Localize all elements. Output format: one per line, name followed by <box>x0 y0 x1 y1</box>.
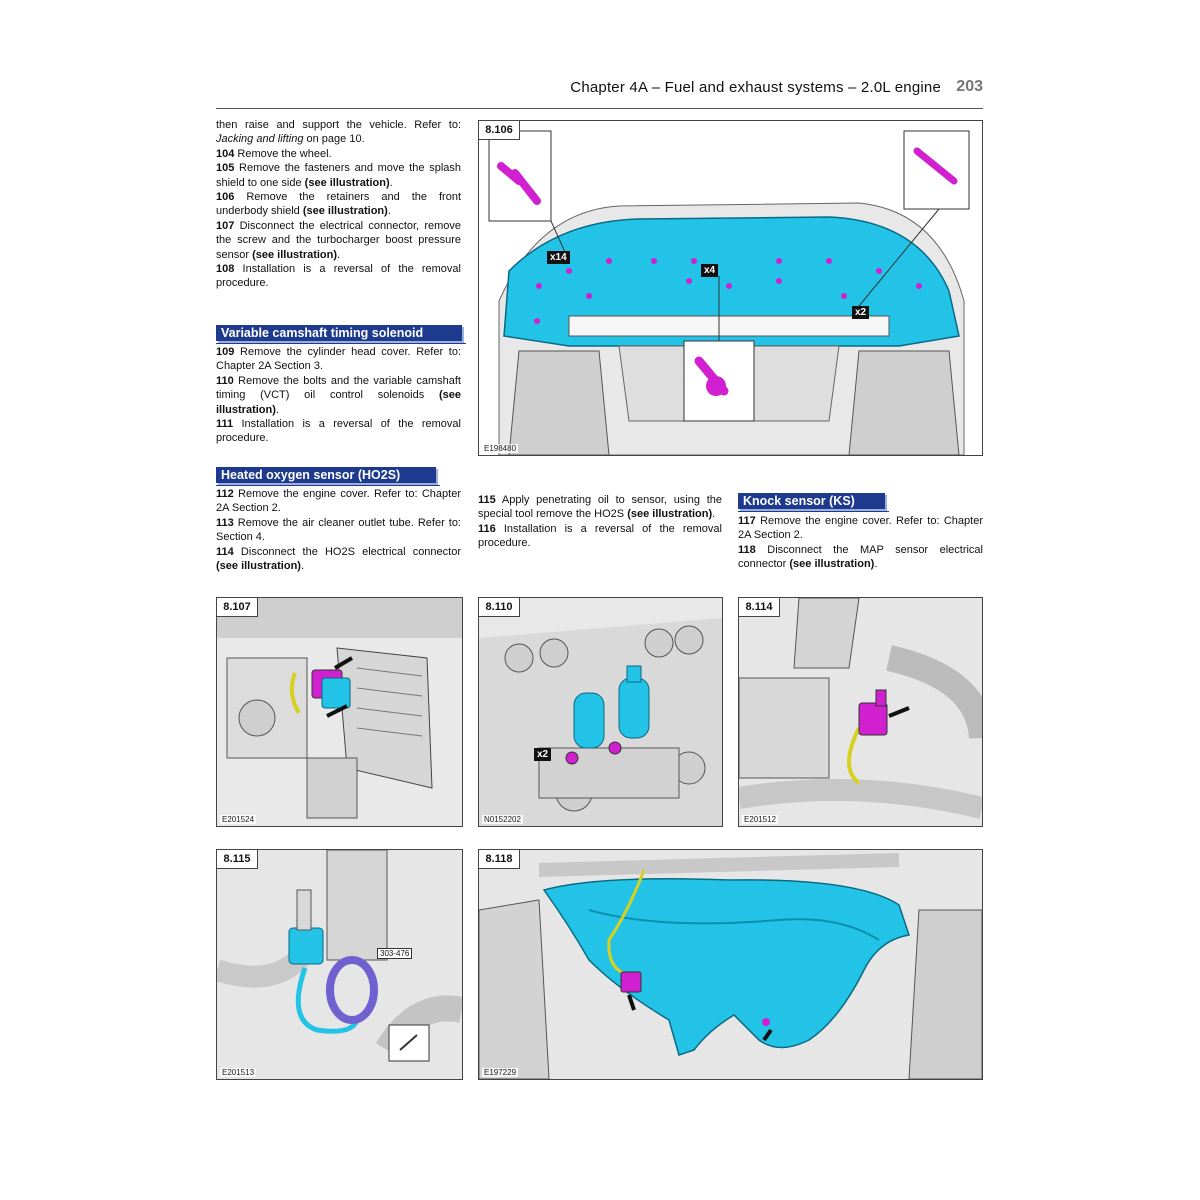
quantity-marker-x2: x2 <box>852 306 870 319</box>
text-run: Remove the bolts and the variable camsha… <box>216 374 461 402</box>
vct-solenoid-illustration <box>479 598 722 826</box>
bold-text-run: (see illustration) <box>216 389 461 416</box>
figure-label: 8.115 <box>217 850 258 869</box>
text-run: on page 10. <box>303 133 365 146</box>
figure-code: E201513 <box>220 1068 257 1077</box>
figure-code: E201524 <box>220 815 257 824</box>
bold-text-run: 114 <box>216 545 234 558</box>
section-heading-ho2s: Heated oxygen sensor (HO2S) <box>216 467 440 486</box>
text-steps-115-116: 115 Apply penetrating oil to sensor, usi… <box>478 493 722 551</box>
bold-text-run: (see illustration) <box>302 205 388 218</box>
chapter-title: Chapter 4A – Fuel and exhaust systems – … <box>570 79 941 96</box>
bold-text-run: 111 <box>216 418 234 431</box>
figure-label: 8.106 <box>479 121 520 140</box>
bold-text-run: 113 <box>216 516 234 529</box>
bold-text-run: 107 <box>216 219 235 232</box>
text-run: . <box>300 560 305 573</box>
text-run: . <box>389 176 393 189</box>
figure-label: 8.114 <box>739 598 780 617</box>
ho2s-connector-illustration <box>739 598 982 826</box>
text-run: Remove the engine cover. Refer to: Chapt… <box>738 515 983 542</box>
bold-text-run: 116 <box>478 522 496 535</box>
bold-text-run: 112 <box>216 488 234 500</box>
underbody-shield-illustration <box>479 121 982 455</box>
section-heading-ks: Knock sensor (KS) <box>738 493 889 512</box>
text-run: Remove the retainers and the front under… <box>216 191 461 218</box>
bold-text-run: 109 <box>216 346 235 358</box>
figure-label: 8.110 <box>479 598 520 617</box>
text-run: Installation is a reversal of the remova… <box>478 522 722 550</box>
figure-code: E198480 <box>482 444 519 453</box>
knock-sensor-illustration <box>479 850 982 1079</box>
figure-8-106: x14 x4 x2 8.106 E198480 <box>478 120 983 456</box>
text-run: Remove the wheel. <box>234 147 332 160</box>
text-run: . <box>275 403 279 416</box>
bold-text-run: 106 <box>216 191 235 204</box>
text-run: Disconnect the HO2S electrical connector <box>233 545 461 558</box>
text-run: then raise and support the vehicle. Refe… <box>216 119 461 131</box>
figure-code: N0152202 <box>482 815 523 824</box>
text-run: . <box>874 558 878 571</box>
bold-text-run: (see illustration) <box>627 508 713 521</box>
quantity-marker-x14: x14 <box>547 251 570 264</box>
text-run: Disconnect the electrical connector, rem… <box>216 219 461 261</box>
bold-text-run: 108 <box>216 263 235 276</box>
figure-8-110: x2 8.110 N0152202 <box>478 597 723 827</box>
bold-text-run: 104 <box>216 147 235 160</box>
figure-code: E201512 <box>742 815 779 824</box>
text-steps-112-114: 112 Remove the engine cover. Refer to: C… <box>216 487 461 573</box>
italic-text-run: Jacking and lifting <box>216 133 304 146</box>
page-number: 203 <box>956 78 983 95</box>
text-run: . <box>387 205 391 218</box>
section-heading-vct: Variable camshaft timing solenoid <box>216 325 466 344</box>
ho2s-removal-illustration <box>217 850 462 1079</box>
text-run: Remove the fasteners and move the splash… <box>216 162 461 189</box>
bold-text-run: (see illustration) <box>304 176 390 189</box>
text-run: Installation is a reversal of the remova… <box>216 263 461 290</box>
page-header: Chapter 4A – Fuel and exhaust systems – … <box>216 78 983 109</box>
text-run: Remove the cylinder head cover. Refer to… <box>216 346 461 373</box>
figure-label: 8.118 <box>479 850 520 869</box>
figure-8-115: 303-476 8.115 E201513 <box>216 849 463 1080</box>
boost-pressure-sensor-illustration <box>217 598 462 826</box>
text-steps-117-118: 117 Remove the engine cover. Refer to: C… <box>738 514 983 572</box>
text-run: Apply penetrating oil to sensor, using t… <box>478 494 722 521</box>
bold-text-run: (see illustration) <box>216 560 301 573</box>
text-run: . <box>337 248 341 261</box>
bold-text-run: (see illustration) <box>252 248 338 261</box>
bold-text-run: 105 <box>216 162 235 175</box>
bold-text-run: 117 <box>738 515 756 527</box>
bold-text-run: 110 <box>216 374 234 387</box>
text-steps-109-111: 109 Remove the cylinder head cover. Refe… <box>216 345 461 446</box>
quantity-marker-x2: x2 <box>534 748 552 761</box>
figure-code: E197229 <box>482 1068 519 1077</box>
text-run: Remove the engine cover. Refer to: Chapt… <box>216 488 461 515</box>
text-run: . <box>712 508 716 521</box>
figure-8-114: 8.114 E201512 <box>738 597 983 827</box>
text-steps-104-108: then raise and support the vehicle. Refe… <box>216 118 461 291</box>
bold-text-run: 118 <box>738 543 756 556</box>
figure-8-107: 8.107 E201524 <box>216 597 463 827</box>
figure-8-118: 8.118 E197229 <box>478 849 983 1080</box>
text-run: Remove the air cleaner outlet tube. Refe… <box>216 516 461 544</box>
text-run: Disconnect the MAP sensor electrical con… <box>738 543 983 571</box>
bold-text-run: (see illustration) <box>789 558 875 571</box>
figure-label: 8.107 <box>217 598 258 617</box>
quantity-marker-x4: x4 <box>701 264 719 277</box>
special-tool-number: 303-476 <box>377 948 413 959</box>
bold-text-run: 115 <box>478 494 496 506</box>
text-run: Installation is a reversal of the remova… <box>216 418 461 445</box>
